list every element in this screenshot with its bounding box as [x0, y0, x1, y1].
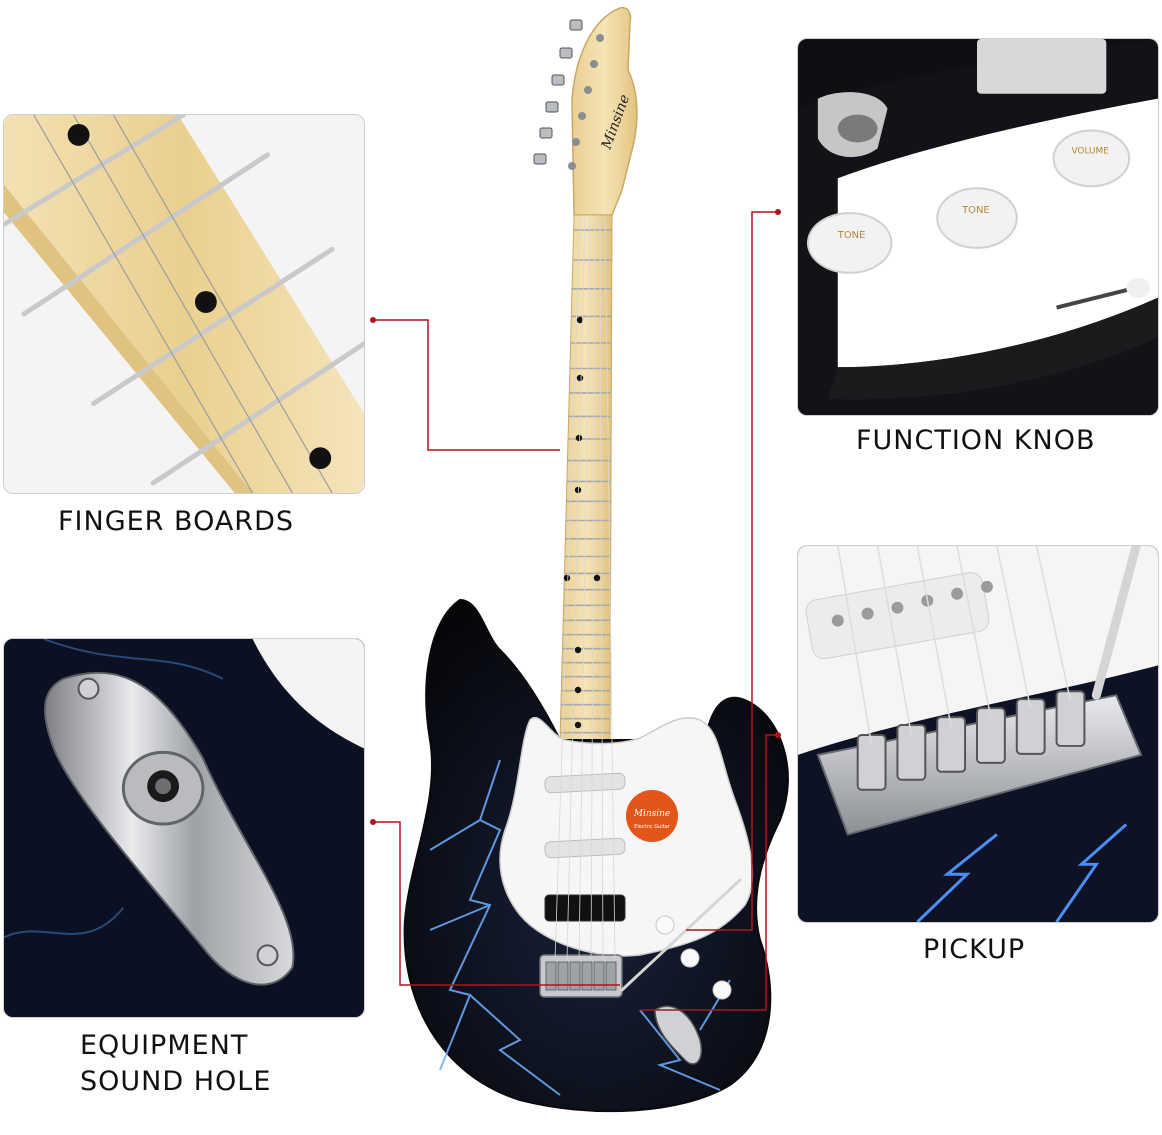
fingerboard-detail-image	[3, 114, 365, 494]
tone-knob-label-2: TONE	[961, 205, 990, 216]
guitar-body	[403, 598, 789, 1113]
leader-lines	[373, 211, 778, 1011]
output-jack-plate	[654, 1005, 702, 1065]
function-knob-detail-image: TONE TONE VOLUME	[797, 38, 1159, 416]
pickup-leader-line	[640, 734, 778, 1011]
headstock	[571, 6, 638, 216]
pickguard	[499, 717, 754, 957]
finger-boards-caption: FINGER BOARDS	[58, 506, 295, 537]
leader-dots	[370, 209, 781, 825]
sound-hole-leader-line	[373, 821, 620, 986]
equipment-caption-line-1: EQUIPMENT	[80, 1030, 249, 1061]
control-knobs	[655, 915, 732, 1000]
finger-boards-leader-line	[373, 319, 560, 451]
fret-markers	[563, 316, 601, 729]
lightning-graphic	[429, 759, 731, 1096]
tremolo-arm	[620, 878, 742, 992]
equipment-sound-hole-caption: EQUIPMENT SOUND HOLE	[80, 1028, 271, 1100]
bridge	[539, 954, 623, 998]
pickup-detail-image	[797, 545, 1159, 923]
fingerboard	[559, 214, 613, 741]
frets	[560, 229, 612, 734]
headstock-brand-logo: Minsine	[598, 93, 633, 153]
pickups	[544, 772, 626, 922]
function-knob-caption: FUNCTION KNOB	[856, 425, 1096, 456]
sound-hole-detail-image	[3, 638, 365, 1018]
volume-knob-label: VOLUME	[1071, 146, 1109, 156]
equipment-caption-line-2: SOUND HOLE	[80, 1066, 272, 1097]
tone-knob-label: TONE	[837, 230, 866, 241]
function-knob-leader-line	[686, 211, 778, 931]
logo-sticker: Minsine Electric Guitar	[626, 790, 678, 842]
sticker-brand: Minsine	[633, 809, 671, 819]
pickup-caption: PICKUP	[923, 934, 1026, 965]
sticker-line: Electric Guitar	[634, 824, 671, 830]
strings	[554, 214, 616, 961]
